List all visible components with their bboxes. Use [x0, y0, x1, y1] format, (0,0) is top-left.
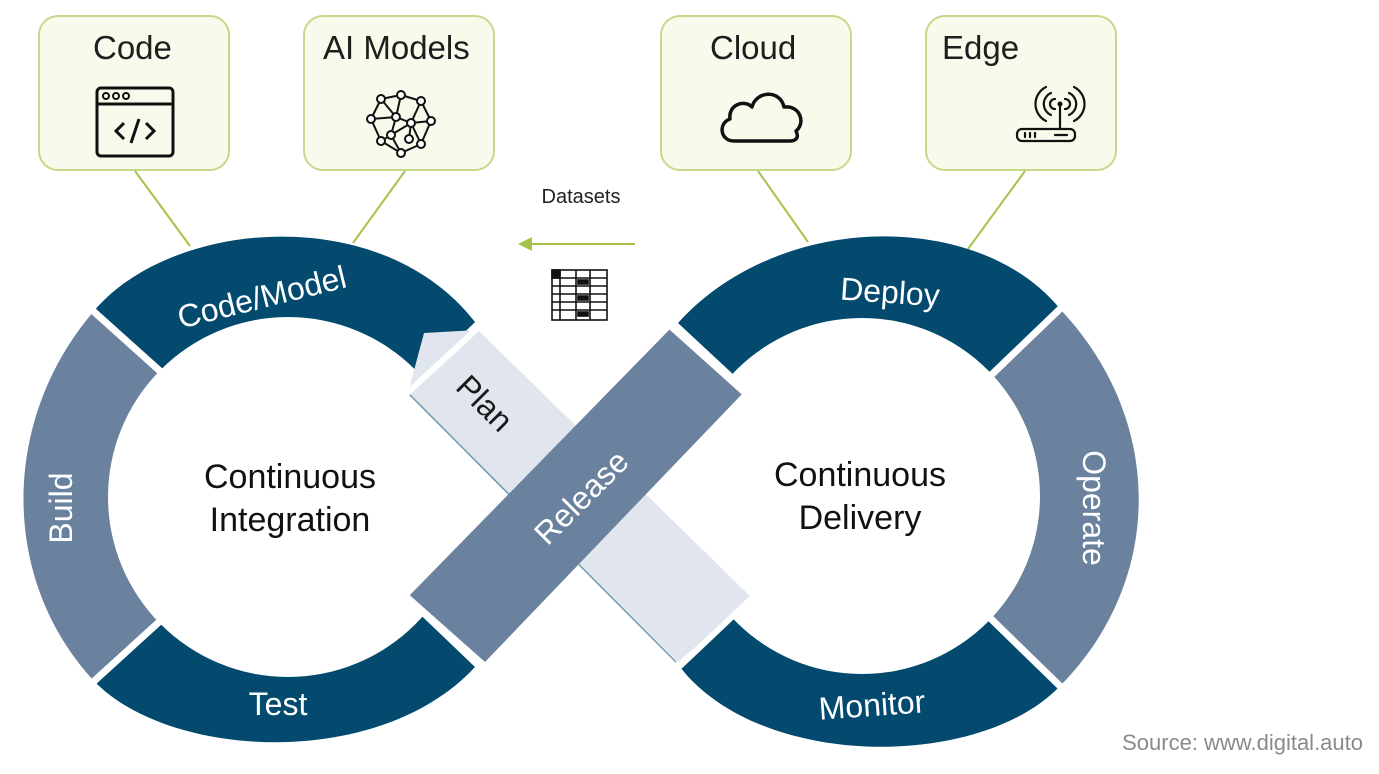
- label-build: Build: [43, 472, 79, 543]
- crossing-bands: [401, 323, 757, 671]
- connector-edge: [967, 170, 1026, 250]
- box-code[interactable]: Code: [38, 15, 230, 171]
- band-plan-sep-top: [401, 323, 483, 399]
- left-separator-2: [89, 609, 173, 686]
- datasets-label: Datasets: [542, 186, 621, 208]
- box-ai-models-label: AI Models: [323, 29, 470, 66]
- box-code-label: Code: [93, 29, 172, 66]
- table-icon: [551, 269, 608, 321]
- band-plan-sep-bottom: [675, 593, 757, 671]
- label-test: Test: [249, 686, 308, 722]
- cd-line-2: Delivery: [799, 499, 922, 537]
- box-cloud-label: Cloud: [710, 29, 797, 66]
- label-operate: Operate: [1076, 450, 1112, 566]
- left-loop-center: [108, 317, 468, 677]
- connector-code: [134, 170, 191, 247]
- connector-lines: [134, 170, 1026, 250]
- code-window-icon: [95, 86, 175, 158]
- cd-line-1: Continuous: [774, 456, 946, 494]
- left-loop: [23, 236, 475, 743]
- band-release[interactable]: [408, 328, 744, 662]
- neural-network-icon: [366, 90, 436, 158]
- ci-line-2: Integration: [210, 501, 371, 539]
- ci-line-1: Continuous: [204, 458, 376, 496]
- right-separator-1: [983, 304, 1065, 383]
- right-separator-2: [983, 611, 1065, 691]
- box-edge[interactable]: Edge: [925, 15, 1117, 171]
- band-release-sep-bottom: [403, 592, 487, 669]
- box-cloud[interactable]: Cloud: [660, 15, 852, 171]
- band-release-sep-top: [667, 323, 751, 399]
- left-separator-1: [89, 307, 173, 383]
- label-deploy: Deploy: [839, 271, 941, 314]
- segment-build[interactable]: [23, 311, 166, 681]
- label-monitor: Monitor: [817, 683, 926, 726]
- datasets-arrow: [518, 237, 635, 251]
- box-edge-label: Edge: [942, 29, 1020, 66]
- router-antenna-icon: [1015, 85, 1086, 143]
- box-ai-models[interactable]: AI Models: [303, 15, 495, 171]
- source-credit: Source: www.digital.auto: [1122, 730, 1363, 755]
- cloud-icon: [720, 92, 803, 143]
- right-loop-center: [684, 318, 1040, 674]
- connector-cloud: [757, 170, 809, 243]
- segment-operate[interactable]: [990, 309, 1139, 686]
- connector-ai-models: [352, 170, 406, 244]
- right-loop: [678, 236, 1139, 747]
